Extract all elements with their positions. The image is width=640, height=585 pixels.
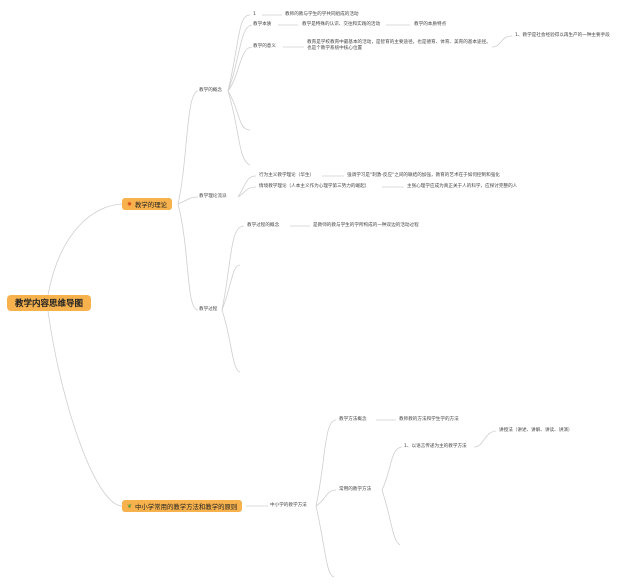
method-language-based[interactable]: 1、以语言传递为主的教学方法 bbox=[404, 444, 467, 449]
branch-label: 中小学常用的教学方法和教学的原则 bbox=[135, 502, 238, 511]
concept-essence-label[interactable]: 教学本质 bbox=[253, 22, 272, 27]
concept-meaning-note[interactable]: 1、教学是社会经验得以再生产的一种主要手段 bbox=[515, 33, 610, 38]
node-teaching-process[interactable]: 教学过程 bbox=[199, 307, 218, 312]
node-teaching-schools[interactable]: 教学理论流派 bbox=[199, 194, 227, 199]
method-common-label[interactable]: 常用的教学方法 bbox=[339, 487, 372, 492]
leaf-icon: ❦ bbox=[127, 502, 133, 510]
branch-teaching-methods[interactable]: ❦ 中小学常用的教学方法和教学的原则 bbox=[122, 500, 243, 512]
star-icon: ✹ bbox=[127, 200, 133, 208]
concept-essence-note[interactable]: 教学的本质特点 bbox=[414, 22, 447, 27]
root-label: 教学内容思维导图 bbox=[14, 299, 83, 309]
root-node[interactable]: 教学内容思维导图 bbox=[7, 295, 91, 311]
concept-meaning-value[interactable]: 教育是学校教育中最基本的活动，是智育的主要途径，也是德育、体育、美育的基本途径。… bbox=[307, 40, 491, 52]
method-concept-value[interactable]: 教师教的方法和学生学的方法 bbox=[399, 417, 459, 422]
school-behaviorism-value[interactable]: 强调学习是"刺激-反应"之间的联结的加强，教育的艺术在于如何控制和强化 bbox=[347, 173, 500, 178]
process-concept-value[interactable]: 是教师的教与学生的学所构成的一种双边的活动过程 bbox=[313, 223, 419, 228]
concept-item-1-value[interactable]: 教师的教与学生的学共同组成的活动 bbox=[285, 12, 359, 17]
school-situational-label[interactable]: 情境教学理论（人本主义作为心理学第三势力的崛起） bbox=[259, 184, 370, 189]
method-concept-label[interactable]: 教学方法概念 bbox=[339, 417, 367, 422]
branch-teaching-theory[interactable]: ✹ 教学的理论 bbox=[122, 198, 172, 210]
concept-meaning-label[interactable]: 教学的意义 bbox=[253, 44, 276, 49]
process-concept-label[interactable]: 教学过程的概念 bbox=[247, 223, 280, 228]
node-school-methods[interactable]: 中小学的教学方法 bbox=[270, 503, 307, 508]
concept-essence-value[interactable]: 教学是特殊的认识、交往和实践的活动 bbox=[302, 22, 381, 27]
school-situational-value[interactable]: 主张心理学应成为真正关于人的科学，应探讨完整的人 bbox=[407, 184, 518, 189]
branch-label: 教学的理论 bbox=[135, 200, 167, 209]
node-teaching-concept[interactable]: 教学的概念 bbox=[199, 88, 222, 93]
school-behaviorism-label[interactable]: 行为主义教学理论（华生） bbox=[259, 173, 315, 178]
concept-item-1-label[interactable]: 1 bbox=[253, 12, 256, 17]
method-lecture[interactable]: 讲授法（讲述、讲解、讲读、讲演） bbox=[499, 428, 573, 433]
